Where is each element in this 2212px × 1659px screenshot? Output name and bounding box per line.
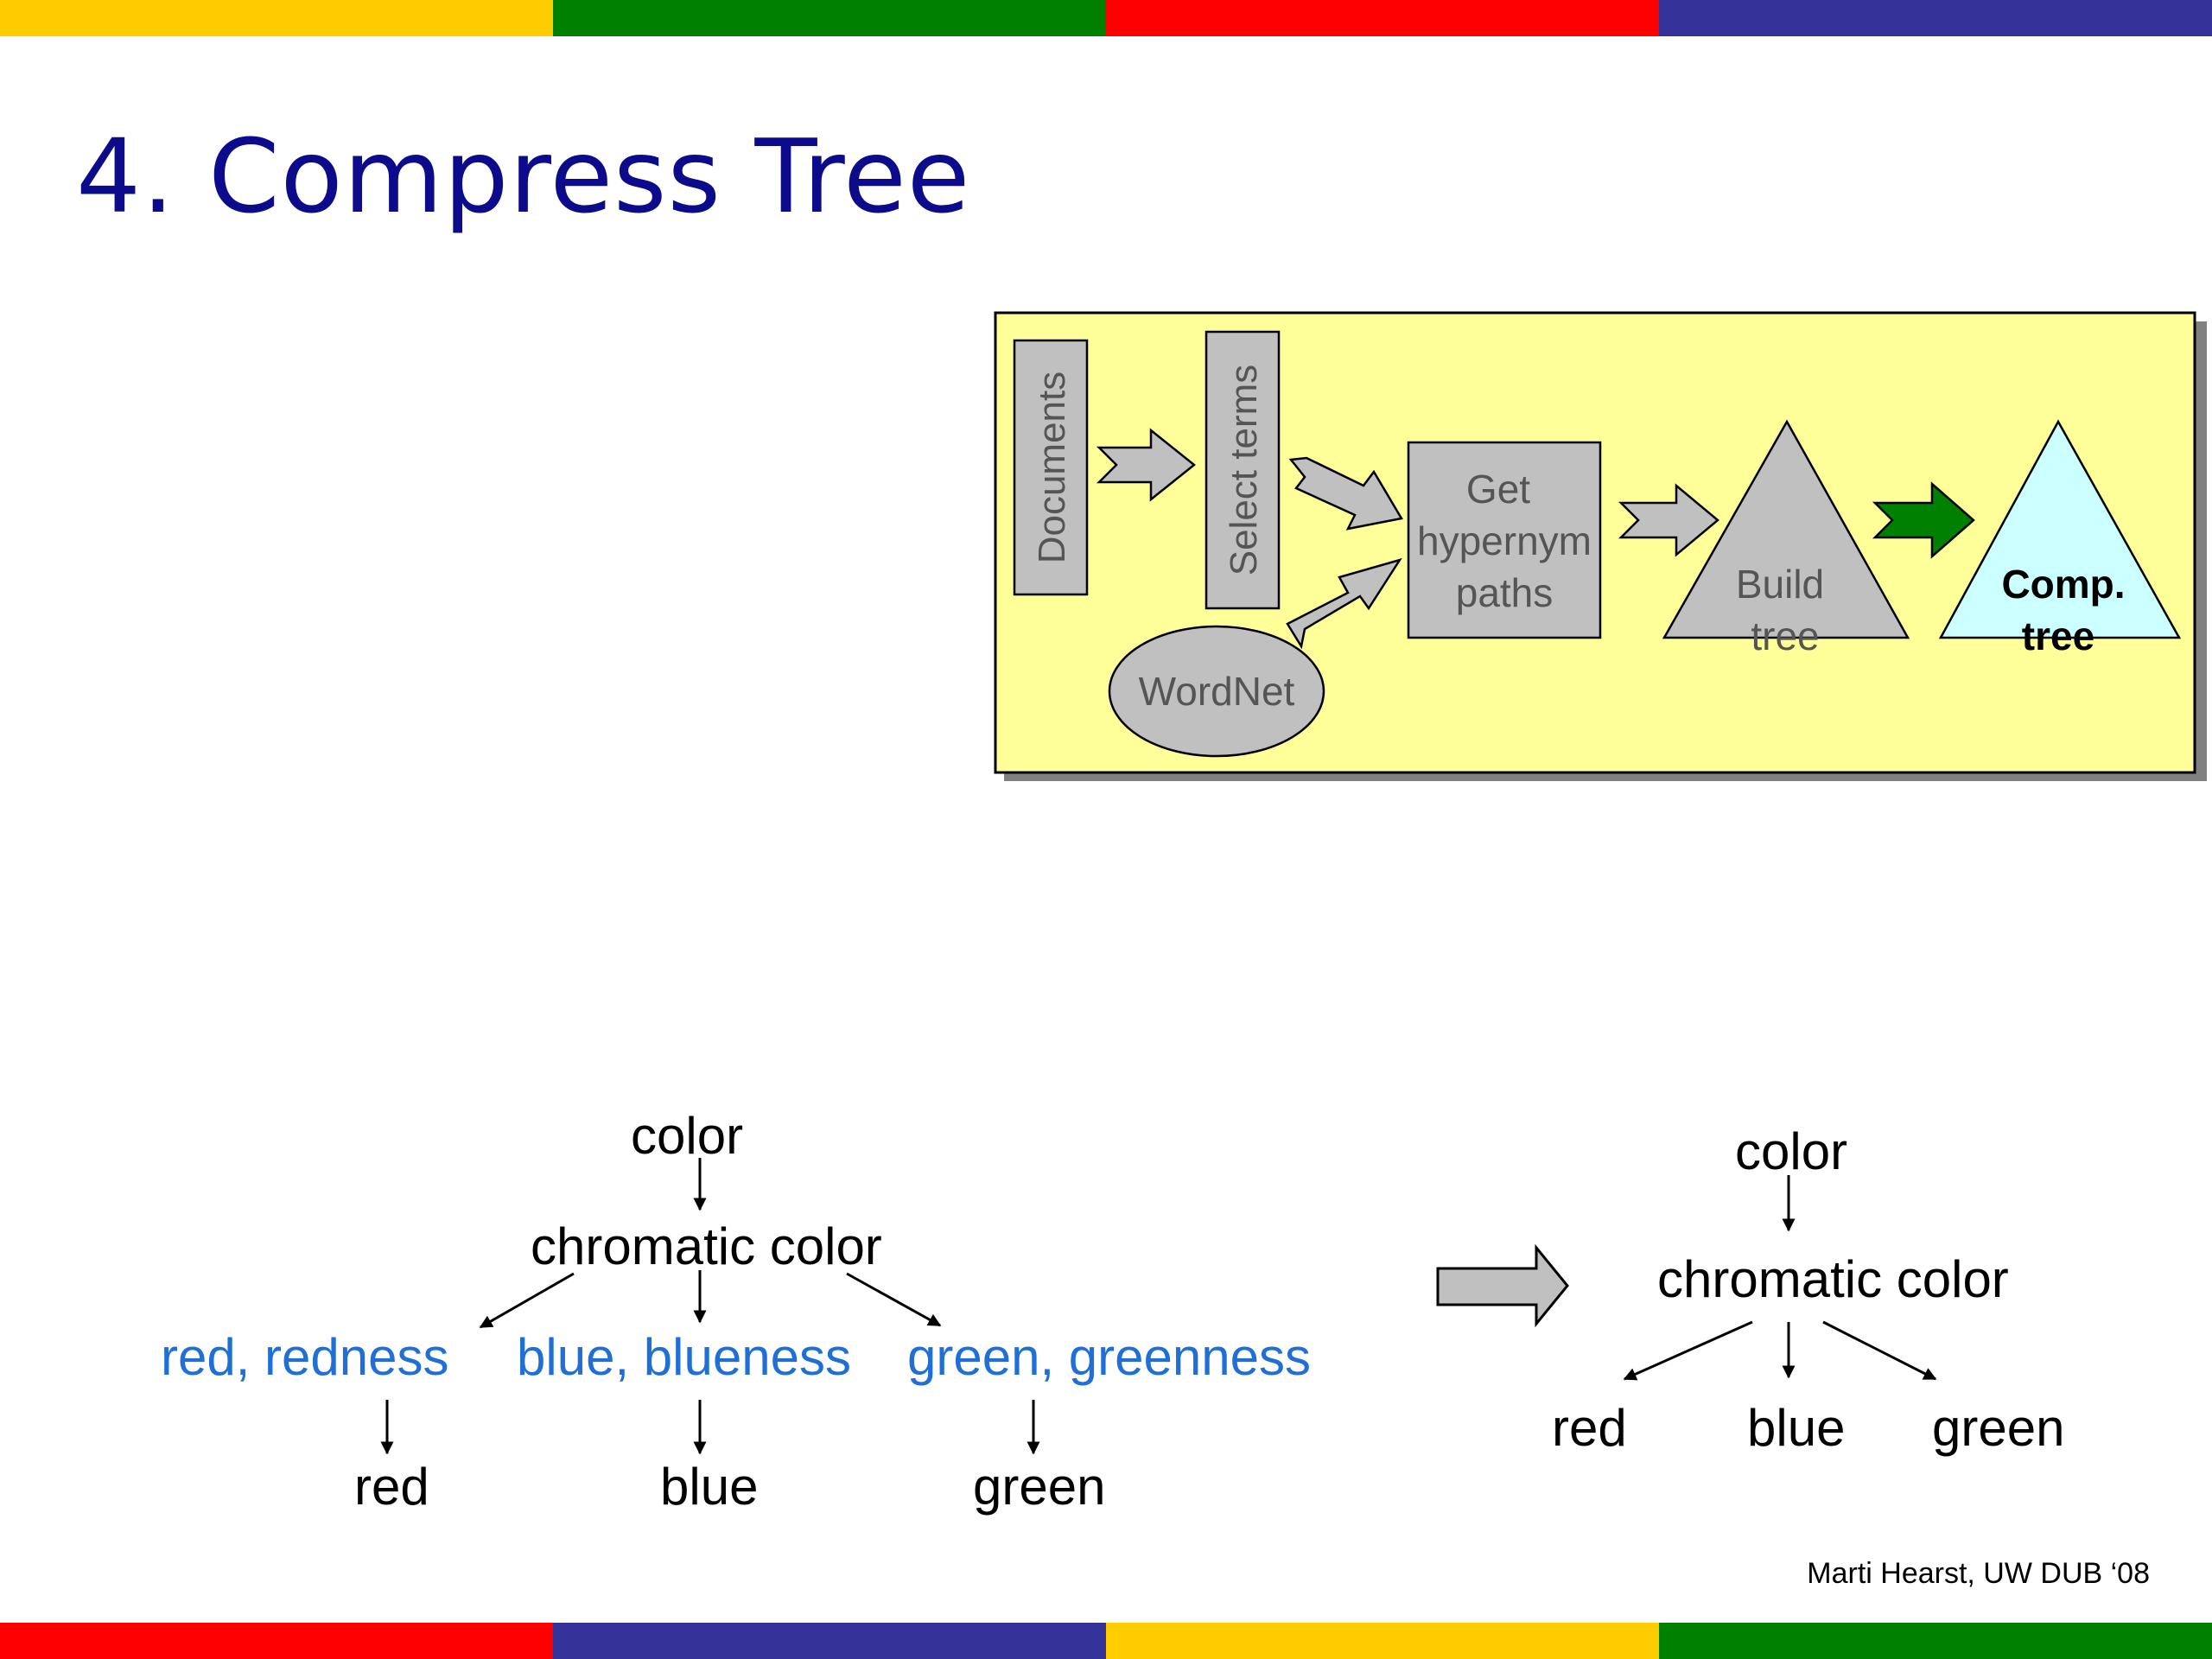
bottom-color-band [0, 1623, 2212, 1659]
wordnet-label: WordNet [1139, 669, 1295, 714]
comp-tree-triangle [1938, 419, 2182, 639]
tree-before-synset: blue, blueness [517, 1328, 851, 1386]
tree-after-leaf: green [1932, 1399, 2065, 1457]
tree-before-synset: green, greenness [907, 1328, 1311, 1386]
band-segment [553, 0, 1106, 36]
select-terms-label: Select terms [1223, 365, 1265, 576]
edge-line [1623, 1320, 1753, 1381]
top-color-band [0, 0, 2212, 36]
documents-label: Documents [1031, 372, 1073, 564]
tree-before-leaf: red [354, 1458, 429, 1516]
band-segment [1106, 1623, 1659, 1659]
right-arrow-icon [1286, 557, 1402, 650]
get-hypernym-line-2: hypernym [1417, 518, 1592, 563]
tree-after-root: color [1735, 1122, 1848, 1180]
tree-before-leaf: blue [660, 1458, 759, 1516]
footer-credit: Marti Hearst, UW DUB ‘08 [1807, 1557, 2150, 1590]
comp-tree-line-2: tree [2022, 613, 2094, 658]
tree-after-child: chromatic color [1657, 1250, 2009, 1308]
wordnet-ellipse [1108, 625, 1325, 758]
get-hypernym-paths-box [1407, 441, 1602, 639]
comp-tree-line-1: Comp. [2001, 562, 2125, 607]
band-segment [0, 0, 553, 36]
edge-line [846, 1272, 942, 1327]
right-arrow-icon [1096, 428, 1197, 502]
tree-before-synset: red, redness [161, 1328, 449, 1386]
select-terms-box [1205, 330, 1281, 610]
right-arrow-icon [1288, 456, 1403, 531]
tree-before-root: color [631, 1107, 744, 1165]
get-hypernym-line-3: paths [1456, 570, 1554, 615]
build-tree-line-1: Build [1736, 562, 1824, 607]
band-segment [1106, 0, 1659, 36]
band-segment [1659, 0, 2212, 36]
tree-after-leaf: red [1552, 1399, 1627, 1457]
get-hypernym-line-1: Get [1466, 467, 1530, 512]
band-segment [553, 1623, 1106, 1659]
edge-line [479, 1272, 575, 1329]
edge-line [1822, 1320, 1937, 1381]
band-segment [1659, 1623, 2212, 1659]
tree-before-child: chromatic color [531, 1217, 882, 1275]
build-tree-line-2: tree [1751, 613, 1819, 658]
tree-before-leaf: green [973, 1458, 1106, 1516]
tree-after-leaf: blue [1747, 1399, 1846, 1457]
band-segment [0, 1623, 553, 1659]
right-arrow-icon [1436, 1243, 1569, 1328]
documents-box [1013, 339, 1089, 596]
slide-title: 4. Compress Tree [76, 117, 971, 236]
right-arrow-icon [1618, 483, 1719, 557]
build-tree-triangle [1662, 419, 1910, 639]
active-right-arrow-icon [1872, 481, 1975, 559]
